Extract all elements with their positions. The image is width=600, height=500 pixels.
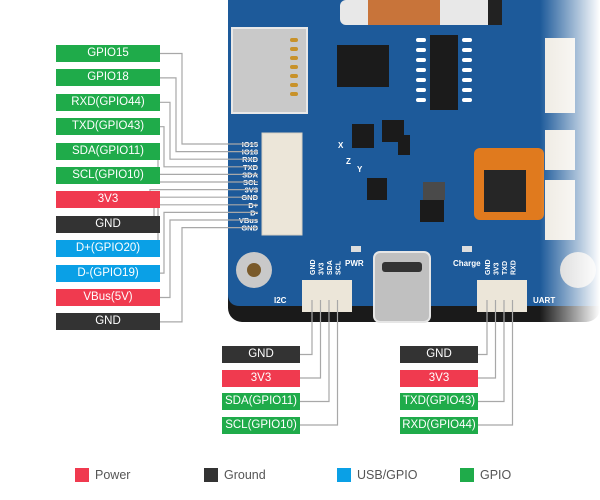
left-pin-label: GND xyxy=(56,313,160,331)
left-pin-label: TXD(GPIO43) xyxy=(56,118,160,136)
left-wire xyxy=(160,227,258,323)
charge-led xyxy=(462,246,472,252)
i2c-header-wire xyxy=(300,300,313,356)
left-wire xyxy=(149,189,258,201)
pcb-surface xyxy=(228,0,600,306)
legend-swatch xyxy=(460,468,474,482)
mounting-hole-left-center xyxy=(247,263,261,277)
legend-swatch xyxy=(204,468,218,482)
inductor xyxy=(423,182,445,200)
axis-x-label: X xyxy=(338,141,344,150)
i2c-header-wire xyxy=(300,300,330,403)
legend-label: Power xyxy=(95,468,131,482)
uart-header-wire xyxy=(478,300,505,403)
legend-swatch xyxy=(75,468,89,482)
i2c-connector xyxy=(302,280,352,312)
uart-header-wire xyxy=(478,300,514,426)
left-wire xyxy=(157,204,258,250)
left-pin-label: D-(GPIO19) xyxy=(56,264,160,282)
uart-header-pin-silk: GND xyxy=(485,259,492,275)
left-pin-label: D+(GPIO20) xyxy=(56,240,160,258)
edge-fade xyxy=(540,0,600,330)
legend-item: Power xyxy=(75,467,130,483)
i2c-header-wire xyxy=(300,300,322,379)
left-pin-label: 3V3 xyxy=(56,191,160,209)
uart-header-pin-label: TXD(GPIO43) xyxy=(400,393,478,410)
left-pin-label: GPIO18 xyxy=(56,69,160,87)
i2c-header-pin-silk: GND xyxy=(310,259,317,275)
i2c-header-pin-label: 3V3 xyxy=(222,369,300,387)
uart-header-pin-label: 3V3 xyxy=(400,369,478,387)
legend-label: Ground xyxy=(224,468,266,482)
left-wire xyxy=(157,150,258,175)
i2c-header-pin-silk: SCL xyxy=(336,260,343,275)
axis-z-label: Z xyxy=(346,157,351,166)
axis-y-label: Y xyxy=(357,165,363,174)
uart-connector xyxy=(477,280,527,312)
uart-header-pin-silk: TXD xyxy=(502,261,509,275)
transistor xyxy=(398,135,410,155)
i2c-header-pin-label: GND xyxy=(222,346,300,363)
left-pin-label: VBus(5V) xyxy=(56,289,160,306)
left-wire xyxy=(160,52,258,145)
left-wire xyxy=(153,174,258,183)
left-wire xyxy=(160,101,258,160)
i2c-header-pin-silk: 3V3 xyxy=(319,262,326,275)
sd-pins xyxy=(290,38,298,96)
pwr-led xyxy=(351,246,361,252)
sd-card-slot xyxy=(231,27,308,114)
legend-item: GPIO xyxy=(460,467,511,483)
legend-swatch xyxy=(337,468,351,482)
legend-item: USB/GPIO xyxy=(337,467,417,483)
legend-item: Ground xyxy=(204,467,266,483)
left-pin-label: RXD(GPIO44) xyxy=(56,93,160,111)
chip-ic5 xyxy=(420,200,444,222)
chip-ic1 xyxy=(337,45,389,87)
left-wire xyxy=(160,219,258,299)
mcu-chip xyxy=(484,170,526,212)
i2c-header-pin-label: SDA(GPIO11) xyxy=(222,393,300,410)
i2c-silk: I2C xyxy=(274,296,287,305)
usb-c-opening xyxy=(382,262,422,272)
i2c-header-pin-label: SCL(GPIO10) xyxy=(222,416,300,434)
legend-label: USB/GPIO xyxy=(357,468,418,482)
left-pin-label: SDA(GPIO11) xyxy=(56,142,160,160)
charge-silk: Charge xyxy=(453,259,481,268)
chip-ic4 xyxy=(367,178,387,200)
uart-header-pin-silk: 3V3 xyxy=(494,262,501,275)
i2c-header-pin-silk: SDA xyxy=(327,260,334,275)
left-wire xyxy=(160,126,258,168)
i2c-header-wire xyxy=(300,300,339,426)
uart-header-wire xyxy=(478,300,488,356)
fpc-connector xyxy=(261,132,303,236)
left-pin-label: GND xyxy=(56,215,160,233)
display-edge xyxy=(488,0,502,25)
chip-pads xyxy=(416,38,472,102)
left-wire xyxy=(160,211,258,274)
left-wire xyxy=(160,77,258,153)
legend-label: GPIO xyxy=(480,468,512,482)
pwr-silk: PWR xyxy=(345,259,364,268)
uart-header-pin-silk: RXD xyxy=(511,260,518,275)
left-pin-label: GPIO15 xyxy=(56,45,160,62)
uart-header-pin-label: RXD(GPIO44) xyxy=(400,416,478,434)
flex-cable xyxy=(368,0,440,25)
uart-header-wire xyxy=(478,300,497,379)
uart-header-pin-label: GND xyxy=(400,346,478,363)
left-pin-label: SCL(GPIO10) xyxy=(56,167,160,184)
chip-ic2 xyxy=(430,35,458,110)
chip-sensor xyxy=(352,124,374,148)
